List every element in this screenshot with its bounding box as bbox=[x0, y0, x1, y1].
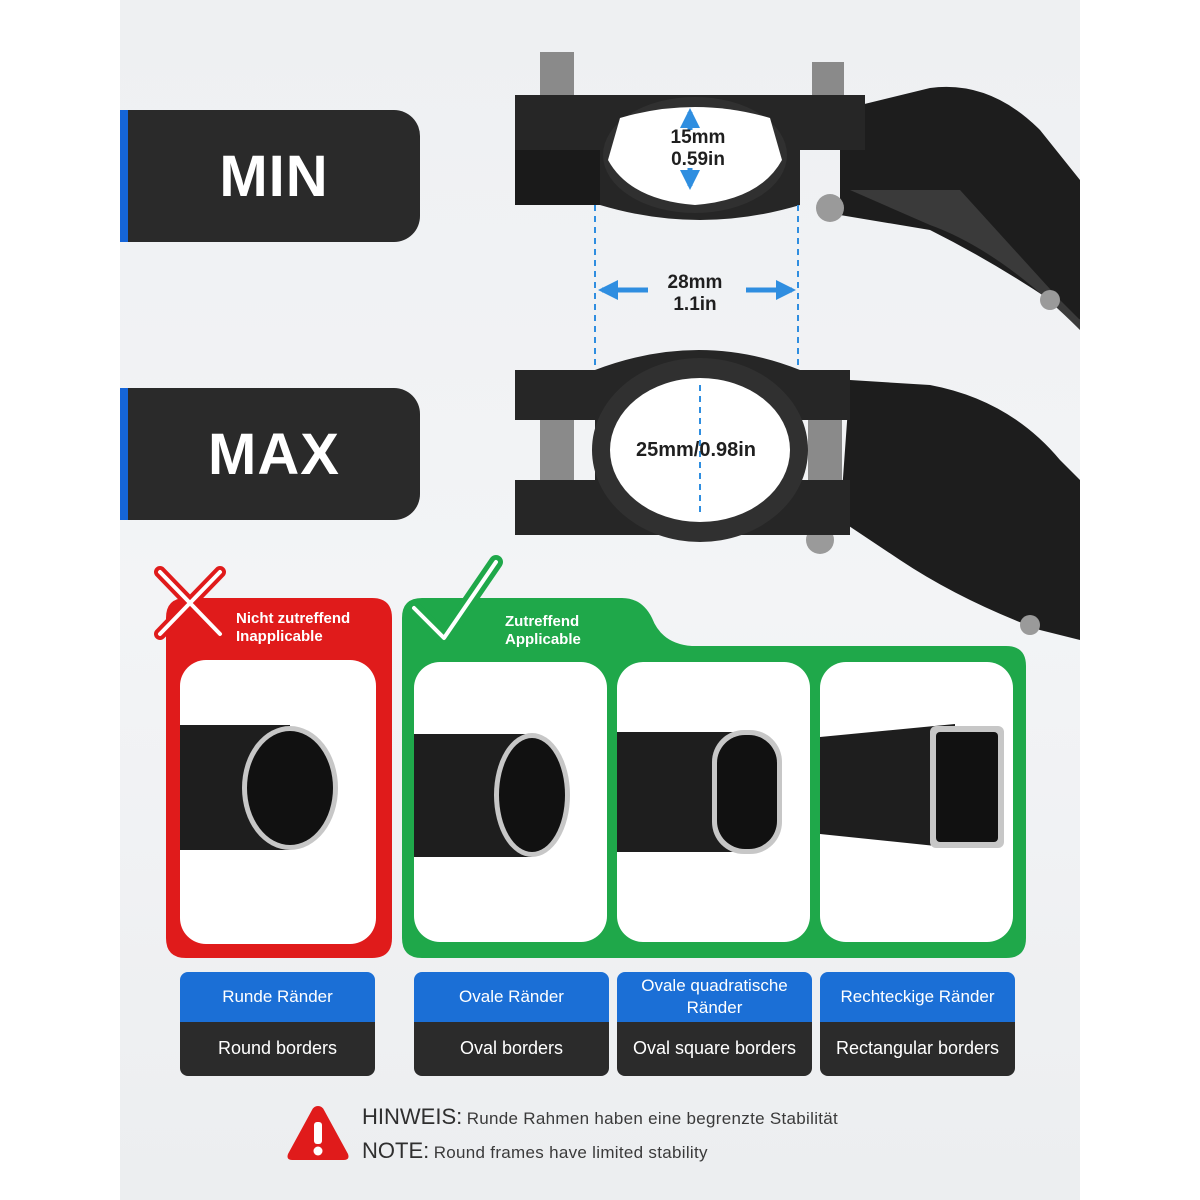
max-label: MAX bbox=[120, 388, 420, 520]
width-mm: 28mm bbox=[667, 272, 723, 293]
min-label: MIN bbox=[120, 110, 420, 242]
max-height: 25mm/0.98in bbox=[635, 439, 757, 461]
oval-tube-image bbox=[414, 733, 570, 857]
card-oval-de: Ovale Ränder bbox=[414, 972, 609, 1022]
round-tube-panel bbox=[180, 660, 376, 944]
min-height-mm: 15mm bbox=[670, 127, 726, 148]
warning-icon bbox=[287, 1106, 349, 1160]
card-round: Runde Ränder Round borders bbox=[180, 972, 375, 1076]
rectangular-tube-image bbox=[820, 724, 1004, 848]
card-oval-square-en: Oval square borders bbox=[617, 1022, 812, 1076]
card-round-de: Runde Ränder bbox=[180, 972, 375, 1022]
card-oval-square-de: Ovale quadratische Ränder bbox=[617, 972, 812, 1022]
card-oval-square: Ovale quadratische Ränder Oval square bo… bbox=[617, 972, 812, 1076]
width-in: 1.1in bbox=[673, 294, 717, 315]
note-line: NOTE: Round frames have limited stabilit… bbox=[362, 1138, 708, 1164]
card-round-en: Round borders bbox=[180, 1022, 375, 1076]
checkmark-icon bbox=[407, 555, 503, 645]
oval-tube-panel bbox=[414, 662, 607, 942]
oval-square-tube-panel bbox=[617, 662, 810, 942]
oval-square-tube-image bbox=[617, 730, 782, 854]
card-oval: Ovale Ränder Oval borders bbox=[414, 972, 609, 1076]
hinweis-line: HINWEIS: Runde Rahmen haben eine begrenz… bbox=[362, 1104, 838, 1130]
rectangular-tube-panel bbox=[820, 662, 1013, 942]
inapplicable-de: Nicht zutreffend bbox=[236, 610, 351, 627]
note-text: Round frames have limited stability bbox=[433, 1143, 708, 1162]
hinweis-key: HINWEIS: bbox=[362, 1104, 463, 1129]
applicable-de: Zutreffend bbox=[505, 613, 580, 630]
applicable-en: Applicable bbox=[505, 631, 581, 648]
card-rectangular-en: Rectangular borders bbox=[820, 1022, 1015, 1076]
round-tube-image bbox=[180, 725, 338, 850]
inapplicable-en: Inapplicable bbox=[236, 628, 323, 645]
note-key: NOTE: bbox=[362, 1138, 430, 1163]
card-oval-en: Oval borders bbox=[414, 1022, 609, 1076]
hinweis-text: Runde Rahmen haben eine begrenzte Stabil… bbox=[466, 1109, 839, 1128]
card-rectangular-de: Rechteckige Ränder bbox=[820, 972, 1015, 1022]
card-rectangular: Rechteckige Ränder Rectangular borders bbox=[820, 972, 1015, 1076]
min-height-in: 0.59in bbox=[671, 149, 725, 170]
cross-icon bbox=[154, 566, 226, 640]
